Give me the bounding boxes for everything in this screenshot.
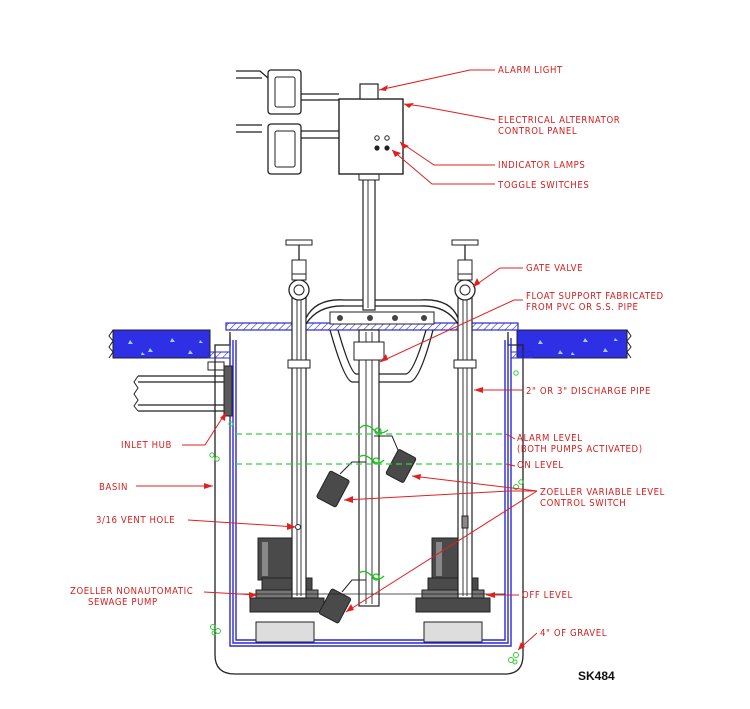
indicator-lamp-icon bbox=[384, 135, 390, 141]
label-discharge-pipe: 2" OR 3" DISCHARGE PIPE bbox=[526, 386, 651, 397]
label-control-panel-1: ELECTRICAL ALTERNATOR bbox=[498, 115, 620, 126]
pump-right bbox=[415, 537, 491, 643]
drawing-code: SK484 bbox=[578, 669, 615, 683]
label-control-panel-2: CONTROL PANEL bbox=[498, 126, 577, 137]
label-inlet-hub: INLET HUB bbox=[121, 440, 172, 451]
discharge-pipe-left bbox=[287, 297, 311, 599]
alarm-light bbox=[236, 69, 339, 175]
leader-arrowheads bbox=[204, 85, 525, 650]
label-toggle-switches: TOGGLE SWITCHES bbox=[497, 180, 589, 191]
label-on-level: ON LEVEL bbox=[517, 460, 564, 471]
label-float-support-2: FROM PVC OR S.S. PIPE bbox=[526, 302, 639, 313]
indicator-lamp-icon bbox=[374, 135, 380, 141]
label-sewage-pump-2: SEWAGE PUMP bbox=[88, 597, 158, 608]
float-pipe bbox=[353, 171, 385, 607]
gravel bbox=[209, 370, 524, 665]
ground-slab-right bbox=[516, 329, 632, 359]
float-support bbox=[305, 299, 459, 383]
label-float-support-1: FLOAT SUPPORT FABRICATED bbox=[526, 291, 664, 302]
label-alarm-level-2: (BOTH PUMPS ACTIVATED) bbox=[517, 444, 643, 455]
float-switches bbox=[316, 424, 417, 624]
inlet-pipe bbox=[133, 361, 233, 417]
label-gravel: 4" OF GRAVEL bbox=[540, 628, 607, 639]
toggle-switch-icon bbox=[384, 145, 390, 151]
label-gate-valve: GATE VALVE bbox=[526, 263, 583, 274]
label-indicator-lamps: INDICATOR LAMPS bbox=[498, 160, 585, 171]
label-basin: BASIN bbox=[99, 482, 128, 493]
label-variable-switch-1: ZOELLER VARIABLE LEVEL bbox=[540, 487, 665, 498]
label-sewage-pump-1: ZOELLER NONAUTOMATIC bbox=[70, 586, 193, 597]
leader-lines bbox=[136, 69, 538, 651]
label-alarm-light: ALARM LIGHT bbox=[498, 65, 563, 76]
pump-left bbox=[249, 537, 325, 643]
control-panel bbox=[338, 83, 404, 175]
gate-valve-left bbox=[285, 239, 313, 301]
label-vent-hole: 3/16 VENT HOLE bbox=[96, 515, 175, 526]
label-variable-switch-2: CONTROL SWITCH bbox=[540, 498, 626, 509]
label-off-level: OFF LEVEL bbox=[522, 590, 573, 601]
toggle-switch-icon bbox=[374, 145, 380, 151]
ground-slab-left bbox=[108, 329, 211, 359]
gate-valve-right bbox=[451, 239, 479, 301]
discharge-pipe-right bbox=[453, 297, 477, 599]
label-alarm-level-1: ALARM LEVEL bbox=[517, 433, 582, 444]
